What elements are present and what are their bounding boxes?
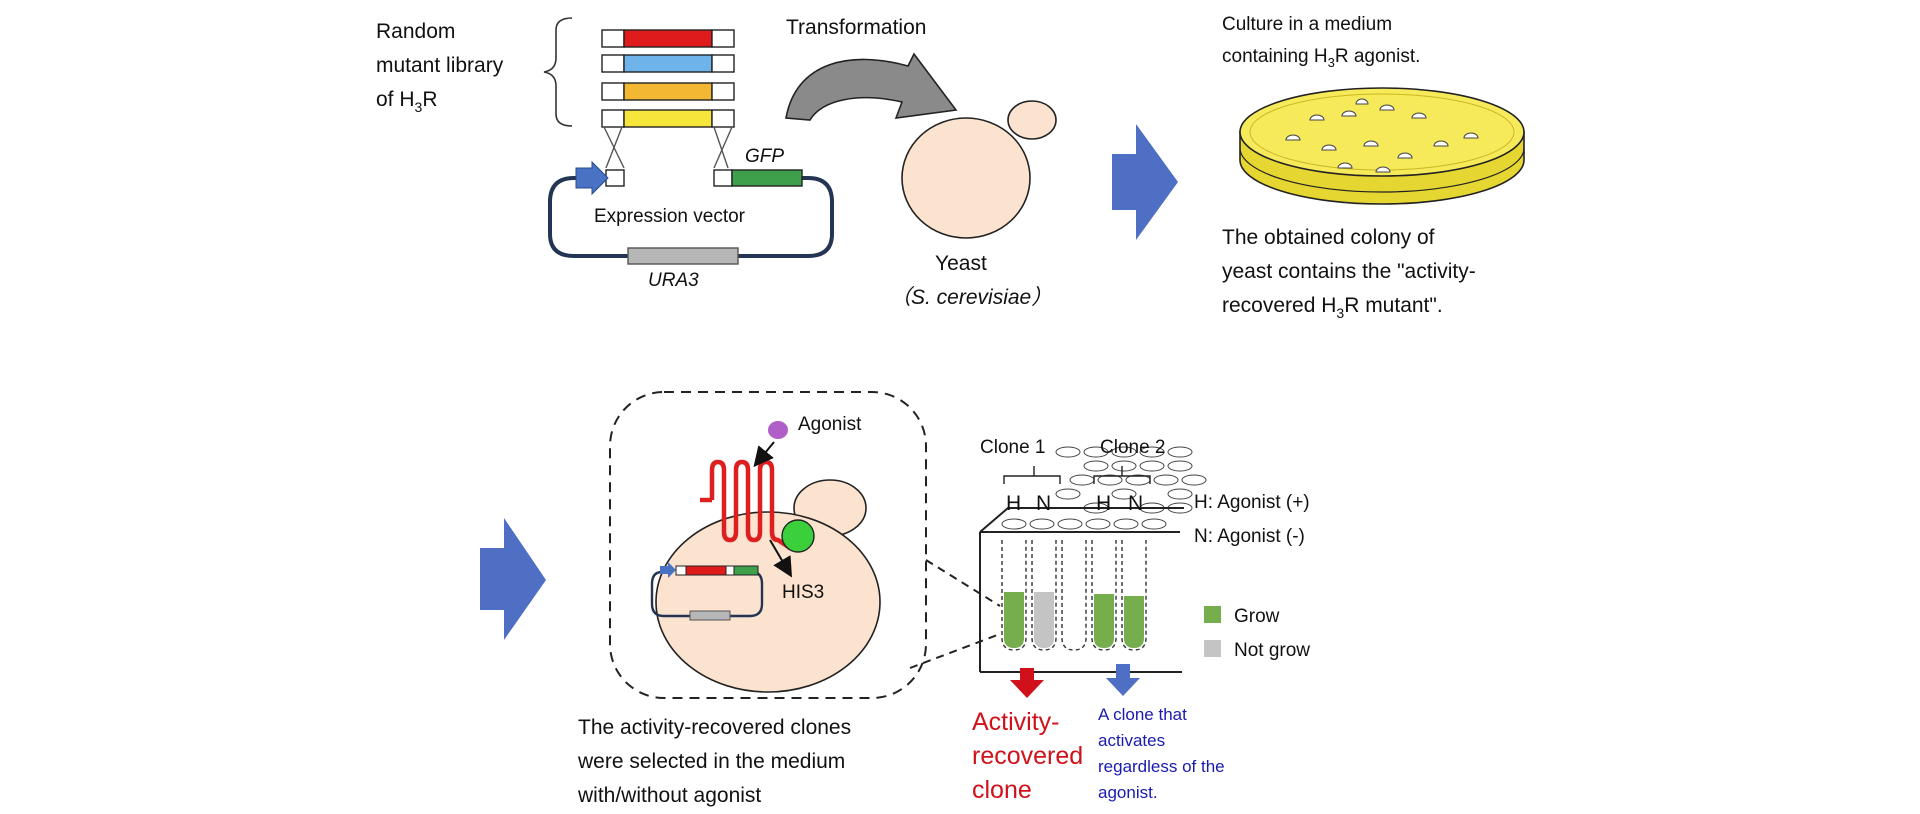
mutant-library-bars	[601, 29, 735, 128]
colony-label-line2: yeast contains the "activity-	[1222, 260, 1476, 283]
expression-vector-label: Expression vector	[594, 206, 746, 227]
clone1-h-label: H	[1006, 492, 1021, 515]
library-bar-4	[601, 109, 735, 128]
library-brace	[543, 17, 573, 127]
tube-5	[1121, 540, 1147, 651]
h-definition: H: Agonist (+)	[1194, 492, 1310, 513]
agonist-label: Agonist	[798, 414, 862, 435]
clone1-label: Clone 1	[980, 437, 1046, 458]
tube-2	[1031, 540, 1057, 651]
legend-grow-swatch	[1204, 606, 1221, 623]
petri-dish	[1239, 87, 1525, 205]
yeast-label: Yeast	[935, 252, 987, 275]
zoom-connector-top	[925, 559, 1001, 607]
agonist-molecule-icon	[768, 421, 788, 439]
inset-dashed-frame	[609, 391, 927, 699]
colony-label: The obtained colony of yeast contains th…	[1222, 226, 1476, 321]
promoter-arrow-icon	[575, 160, 609, 196]
selection-caption-line1: The activity-recovered clones	[578, 716, 851, 739]
library-bar-1	[601, 29, 735, 48]
blue-result-line1: A clone that	[1098, 705, 1187, 724]
well-plate: H N H N Clone 1 Clone 2 H: Agonist (+) N…	[979, 437, 1310, 673]
gfp-label: GFP	[745, 146, 784, 167]
well-rims	[1001, 446, 1207, 530]
legend-grow-label: Grow	[1234, 606, 1280, 627]
tube-1-fill	[1004, 592, 1024, 648]
agonist-arrow	[753, 441, 775, 468]
result-arrow-blue-icon	[1106, 664, 1140, 696]
red-result-line3: clone	[972, 776, 1032, 804]
tube-2-fill	[1034, 592, 1054, 648]
blue-result-line4: agonist.	[1098, 783, 1158, 802]
result-arrow-red-icon	[1010, 668, 1044, 698]
library-label: Random mutant library of H3R	[376, 20, 504, 115]
step-arrow-icon-2	[480, 518, 546, 640]
yeast-cell	[901, 100, 1057, 239]
step-arrow-icon-1	[1112, 124, 1178, 240]
his3-label: HIS3	[782, 582, 824, 603]
library-bar-3	[601, 82, 735, 101]
blue-result-line3: regardless of the	[1098, 757, 1225, 776]
tube-1	[1001, 540, 1027, 651]
culture-label-line2: containing H3R agonist.	[1222, 46, 1420, 70]
clone1-n-label: N	[1036, 492, 1051, 515]
transformation-curved-arrow-icon	[785, 52, 958, 121]
red-result-line1: Activity-	[972, 708, 1060, 736]
library-bar-2	[601, 54, 735, 73]
transformation-label: Transformation	[786, 16, 926, 39]
ura3-label: URA3	[648, 270, 699, 291]
legend: Grow Not grow	[1204, 606, 1310, 661]
gfp-segment	[731, 169, 803, 187]
selection-caption-line2: were selected in the medium	[577, 750, 845, 773]
colonies	[1285, 98, 1479, 173]
culture-label: Culture in a medium containing H3R agoni…	[1222, 14, 1420, 70]
activity-recovered-clone-label: Activity- recovered clone	[972, 708, 1083, 804]
library-label-line1: Random	[376, 20, 455, 43]
colony-label-line1: The obtained colony of	[1222, 226, 1435, 249]
clone2-label: Clone 2	[1100, 437, 1166, 458]
legend-not-grow-label: Not grow	[1234, 640, 1310, 661]
clone2-h-label: H	[1096, 492, 1111, 515]
culture-label-line1: Culture in a medium	[1222, 14, 1392, 35]
constitutive-clone-label: A clone that activates regardless of the…	[1098, 705, 1225, 802]
selection-caption-line3: with/without agonist	[577, 784, 761, 807]
gfp-fusion-icon	[781, 519, 815, 553]
zoom-connector-bottom	[909, 633, 1001, 669]
inset-yeast-cell	[655, 479, 881, 693]
expression-vector: GFP Expression vector URA3	[548, 146, 834, 291]
library-label-line3: of H3R	[376, 88, 437, 115]
recombination-crosses	[603, 126, 733, 169]
clone2-n-label: N	[1128, 492, 1143, 515]
library-label-line2: mutant library	[376, 54, 504, 77]
tube-5-fill	[1124, 596, 1144, 648]
n-definition: N: Agonist (-)	[1194, 526, 1305, 547]
selection-caption: The activity-recovered clones were selec…	[577, 716, 851, 807]
tube-3	[1061, 540, 1087, 651]
blue-result-line2: activates	[1098, 731, 1165, 750]
colony-label-line3: recovered H3R mutant".	[1222, 294, 1443, 321]
signal-arrow	[769, 539, 793, 578]
red-result-line2: recovered	[972, 742, 1083, 770]
legend-not-grow-swatch	[1204, 640, 1221, 657]
ura3-segment	[627, 247, 739, 265]
tube-4	[1091, 540, 1117, 651]
inset-plasmid	[650, 562, 764, 621]
tube-4-fill	[1094, 594, 1114, 648]
yeast-species-label: （S. cerevisiae）	[890, 286, 1052, 309]
